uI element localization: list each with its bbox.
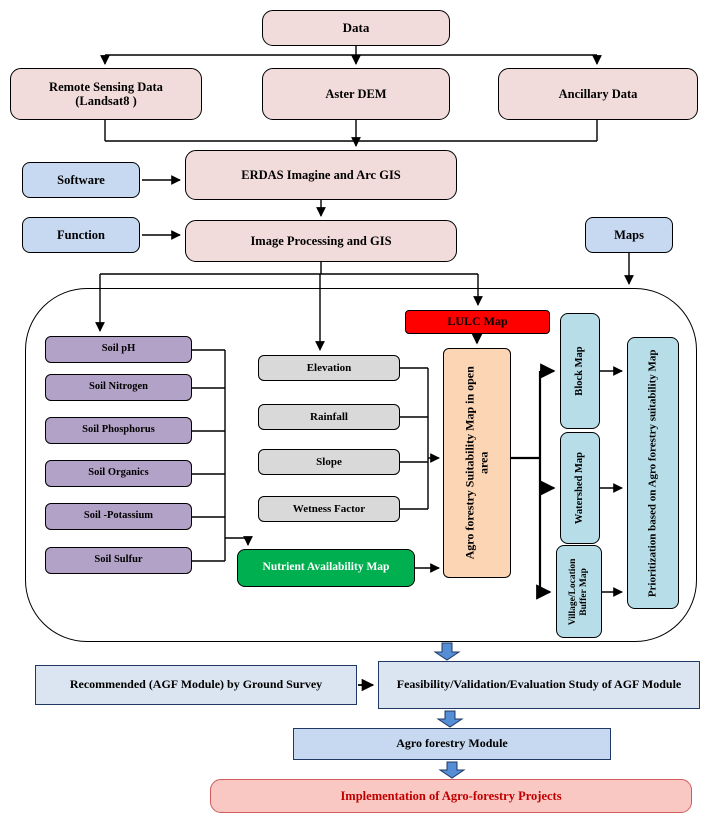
- node-ancillary-data: Ancillary Data: [498, 68, 698, 120]
- node-aster-dem: Aster DEM: [262, 68, 450, 120]
- node-soil-nitrogen: Soil Nitrogen: [45, 374, 192, 401]
- node-block-map-label: Block Map: [573, 346, 585, 396]
- node-soil-potassium: Soil -Potassium: [45, 503, 192, 530]
- node-village-buffer-map-label: Village/Location Buffer Map: [568, 558, 589, 625]
- node-soil-phosphorus: Soil Phosphorus: [45, 417, 192, 444]
- node-remote-sensing: Remote Sensing Data (Landsat8 ): [10, 68, 202, 120]
- node-soil-ph-label: Soil pH: [101, 343, 136, 355]
- node-maps: Maps: [585, 217, 673, 253]
- node-prioritization: Prioritization based on Agro forestry su…: [627, 337, 679, 609]
- node-aster-dem-label: Aster DEM: [325, 86, 387, 101]
- node-slope: Slope: [258, 449, 400, 475]
- node-function-label: Function: [57, 227, 105, 242]
- node-erdas-label: ERDAS Imagine and Arc GIS: [241, 167, 401, 182]
- analysis-container: [25, 288, 697, 642]
- node-village-buffer-map: Village/Location Buffer Map: [556, 545, 602, 638]
- node-suitability-map-label: Agro forestry Suitability Map in open ar…: [462, 366, 490, 560]
- node-remote-sensing-label: Remote Sensing Data (Landsat8 ): [49, 79, 163, 108]
- node-soil-phosphorus-label: Soil Phosphorus: [82, 424, 155, 436]
- node-wetness-factor-label: Wetness Factor: [292, 502, 366, 515]
- node-nutrient-availability-map: Nutrient Availability Map: [237, 549, 415, 587]
- node-implementation: Implementation of Agro-forestry Projects: [210, 779, 692, 813]
- node-lulc-map: LULC Map: [405, 310, 550, 334]
- node-data: Data: [262, 10, 450, 46]
- node-wetness-factor: Wetness Factor: [258, 496, 400, 522]
- node-image-processing-label: Image Processing and GIS: [250, 233, 392, 248]
- node-watershed-map: Watershed Map: [560, 432, 600, 544]
- node-software-label: Software: [57, 172, 105, 187]
- node-maps-label: Maps: [614, 227, 644, 242]
- node-elevation-label: Elevation: [306, 361, 352, 374]
- node-agro-forestry-module-label: Agro forestry Module: [396, 736, 508, 751]
- node-slope-label: Slope: [316, 455, 342, 468]
- node-software: Software: [22, 162, 140, 198]
- node-nutrient-availability-map-label: Nutrient Availability Map: [262, 561, 390, 574]
- node-data-label: Data: [342, 19, 370, 35]
- node-soil-potassium-label: Soil -Potassium: [83, 510, 154, 522]
- node-soil-ph: Soil pH: [45, 336, 192, 363]
- node-ancillary-data-label: Ancillary Data: [558, 86, 638, 101]
- node-feasibility-study-label: Feasibility/Validation/Evaluation Study …: [396, 677, 682, 692]
- node-soil-organics: Soil Organics: [45, 460, 192, 487]
- block-arrow-down-1: [433, 642, 461, 661]
- node-block-map: Block Map: [560, 313, 600, 429]
- node-soil-sulfur: Soil Sulfur: [45, 547, 192, 574]
- node-soil-nitrogen-label: Soil Nitrogen: [88, 381, 149, 393]
- node-function: Function: [22, 217, 140, 253]
- node-rainfall: Rainfall: [258, 404, 400, 430]
- block-arrow-down-2: [436, 710, 464, 728]
- node-agro-forestry-module: Agro forestry Module: [293, 728, 611, 760]
- node-suitability-map: Agro forestry Suitability Map in open ar…: [443, 348, 511, 578]
- node-soil-sulfur-label: Soil Sulfur: [94, 554, 143, 566]
- node-prioritization-label: Prioritization based on Agro forestry su…: [646, 349, 659, 597]
- node-feasibility-study: Feasibility/Validation/Evaluation Study …: [378, 661, 700, 709]
- node-rainfall-label: Rainfall: [310, 410, 348, 423]
- node-erdas: ERDAS Imagine and Arc GIS: [185, 150, 457, 200]
- node-implementation-label: Implementation of Agro-forestry Projects: [340, 788, 562, 803]
- node-watershed-map-label: Watershed Map: [573, 451, 585, 525]
- node-recommended-survey-label: Recommended (AGF Module) by Ground Surve…: [69, 677, 323, 692]
- node-recommended-survey: Recommended (AGF Module) by Ground Surve…: [35, 665, 357, 705]
- node-lulc-map-label: LULC Map: [447, 314, 508, 329]
- node-elevation: Elevation: [258, 355, 400, 381]
- node-soil-organics-label: Soil Organics: [88, 467, 149, 479]
- block-arrow-down-3: [438, 761, 466, 779]
- node-image-processing: Image Processing and GIS: [185, 220, 457, 262]
